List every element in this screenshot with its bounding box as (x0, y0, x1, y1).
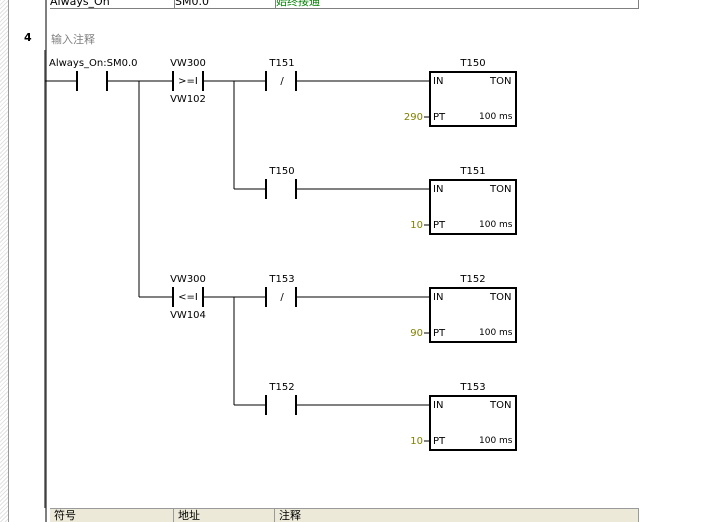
timer-base-t153: 100 ms (479, 436, 513, 446)
timer-ptlabel-t150: PT (433, 112, 446, 123)
prev-symbol-cell[interactable]: Always_On (50, 0, 175, 9)
timer-pt-value-t153[interactable]: 10 (410, 436, 423, 447)
nc-slash-t153: / (280, 292, 284, 303)
timer-base-t151: 100 ms (479, 220, 513, 230)
timer-name-t150[interactable]: T150 (460, 58, 486, 69)
timer-pt-value-t152[interactable]: 90 (410, 328, 423, 339)
prev-symbol-text: Always_On (50, 0, 110, 8)
compare-bottom-op: <=I (178, 292, 198, 303)
compare-top-op: >=I (178, 76, 198, 87)
timer-in-t153: IN (433, 400, 444, 411)
timer-type-t150: TON (490, 76, 512, 87)
comment-header-text: 注释 (279, 509, 301, 522)
timer-ptlabel-t152: PT (433, 328, 446, 339)
network-gutter (9, 0, 47, 522)
timer-box-t153 (429, 395, 517, 451)
left-scroll-strip (0, 0, 9, 522)
timer-name-t152[interactable]: T152 (460, 274, 486, 285)
timer-ptlabel-t151: PT (433, 220, 446, 231)
timer-box-t152 (429, 287, 517, 343)
timer-box-t151 (429, 179, 517, 235)
compare-bottom-in1[interactable]: VW300 (170, 274, 206, 285)
prev-address-cell[interactable]: SM0.0 (175, 0, 276, 9)
contact-label-sm0[interactable]: Always_On:SM0.0 (49, 58, 138, 69)
timer-base-t150: 100 ms (479, 112, 513, 122)
compare-top-in2[interactable]: VW102 (170, 94, 206, 105)
timer-in-t152: IN (433, 292, 444, 303)
timer-box-t150 (429, 71, 517, 127)
compare-top-in1[interactable]: VW300 (170, 58, 206, 69)
timer-pt-value-t151[interactable]: 10 (410, 220, 423, 231)
timer-in-t150: IN (433, 76, 444, 87)
contact-label-t153[interactable]: T153 (269, 274, 295, 285)
contact-label-t152[interactable]: T152 (269, 382, 295, 393)
network-comment[interactable]: 输入注释 (51, 33, 95, 46)
timer-type-t152: TON (490, 292, 512, 303)
symbol-table-header-comment[interactable]: 注释 (275, 508, 639, 522)
timer-pt-value-t150[interactable]: 290 (403, 112, 423, 123)
timer-name-t151[interactable]: T151 (460, 166, 486, 177)
nc-slash-t151: / (280, 76, 284, 87)
prev-comment-cell[interactable]: 始终接通 (276, 0, 639, 9)
network-number[interactable]: 4 (24, 31, 32, 44)
contact-label-t150[interactable]: T150 (269, 166, 295, 177)
timer-type-t153: TON (490, 400, 512, 411)
address-header-text: 地址 (178, 509, 200, 522)
timer-in-t151: IN (433, 184, 444, 195)
timer-ptlabel-t153: PT (433, 436, 446, 447)
prev-address-text: SM0.0 (175, 0, 209, 8)
symbol-header-text: 符号 (54, 509, 76, 522)
symbol-table-header-symbol[interactable]: 符号 (50, 508, 174, 522)
symbol-table-header-address[interactable]: 地址 (174, 508, 275, 522)
prev-comment-text: 始终接通 (276, 0, 320, 8)
timer-name-t153[interactable]: T153 (460, 382, 486, 393)
timer-base-t152: 100 ms (479, 328, 513, 338)
compare-bottom-in2[interactable]: VW104 (170, 310, 206, 321)
timer-type-t151: TON (490, 184, 512, 195)
contact-label-t151[interactable]: T151 (269, 58, 295, 69)
